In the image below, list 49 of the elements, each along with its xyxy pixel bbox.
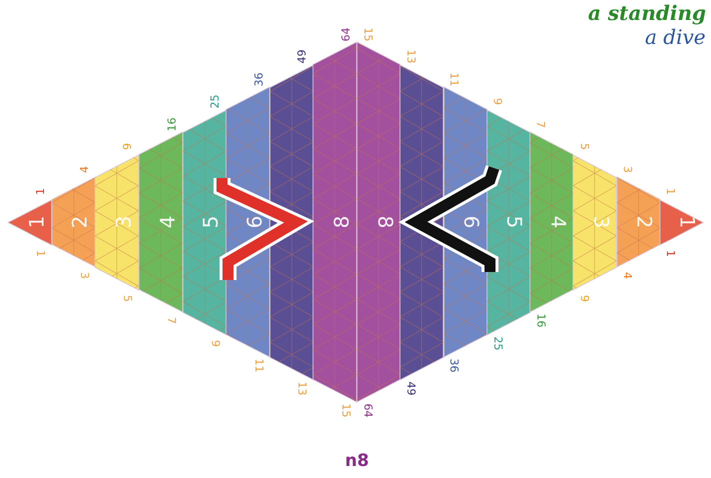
edge-number: 7 [535, 120, 546, 128]
caption-text: a dive [645, 26, 706, 48]
band-number: 8 [332, 216, 352, 228]
band-number: 3 [591, 216, 612, 228]
edge-number: 7 [166, 317, 178, 324]
band-number: 8 [375, 216, 395, 228]
edge-number: 4 [622, 272, 633, 280]
diagram-label: n8 [345, 452, 369, 470]
edge-number: 3 [622, 166, 633, 173]
edge-number: 49 [296, 50, 308, 64]
edge-number: 36 [253, 72, 264, 86]
band-number: 6 [462, 216, 482, 228]
band-number: 2 [634, 216, 654, 228]
edge-number: 11 [448, 72, 460, 86]
edge-number: 1 [665, 188, 676, 196]
band-number: 6 [244, 216, 264, 228]
band-number: 2 [70, 216, 90, 228]
edge-number: 1 [35, 250, 46, 257]
band-number: 1 [678, 216, 698, 228]
band-number: 4 [157, 216, 178, 228]
edge-number: 9 [578, 294, 590, 302]
band-number: 1 [26, 216, 46, 228]
edge-number: 4 [78, 166, 90, 173]
edge-number: 1 [665, 250, 676, 257]
edge-number: 9 [210, 340, 221, 347]
edge-number: 13 [296, 381, 308, 396]
edge-number: 9 [492, 98, 504, 106]
edge-number: 25 [492, 336, 504, 350]
edge-number: 64 [362, 404, 374, 418]
band-number: 5 [200, 216, 221, 228]
edge-number: 36 [448, 358, 460, 373]
edge-number: 3 [78, 272, 90, 280]
band-number: 3 [113, 216, 134, 228]
edge-number: 9 [122, 143, 134, 150]
caption-text: a standing [588, 2, 706, 24]
edge-number: 49 [406, 381, 417, 396]
edge-number: 5 [578, 143, 590, 150]
edge-number: 16 [166, 117, 178, 132]
edge-number: 25 [210, 94, 221, 109]
edge-number: 64 [340, 27, 352, 42]
edge-number: 15 [340, 404, 352, 418]
edge-number: 16 [535, 314, 546, 328]
band-number: 4 [548, 216, 568, 228]
band-number: 5 [504, 216, 525, 228]
edge-number: 5 [122, 294, 134, 302]
edge-number: 1 [35, 188, 46, 196]
edge-number: 15 [362, 27, 374, 42]
edge-number: 11 [253, 358, 264, 373]
edge-number: 13 [406, 50, 417, 64]
